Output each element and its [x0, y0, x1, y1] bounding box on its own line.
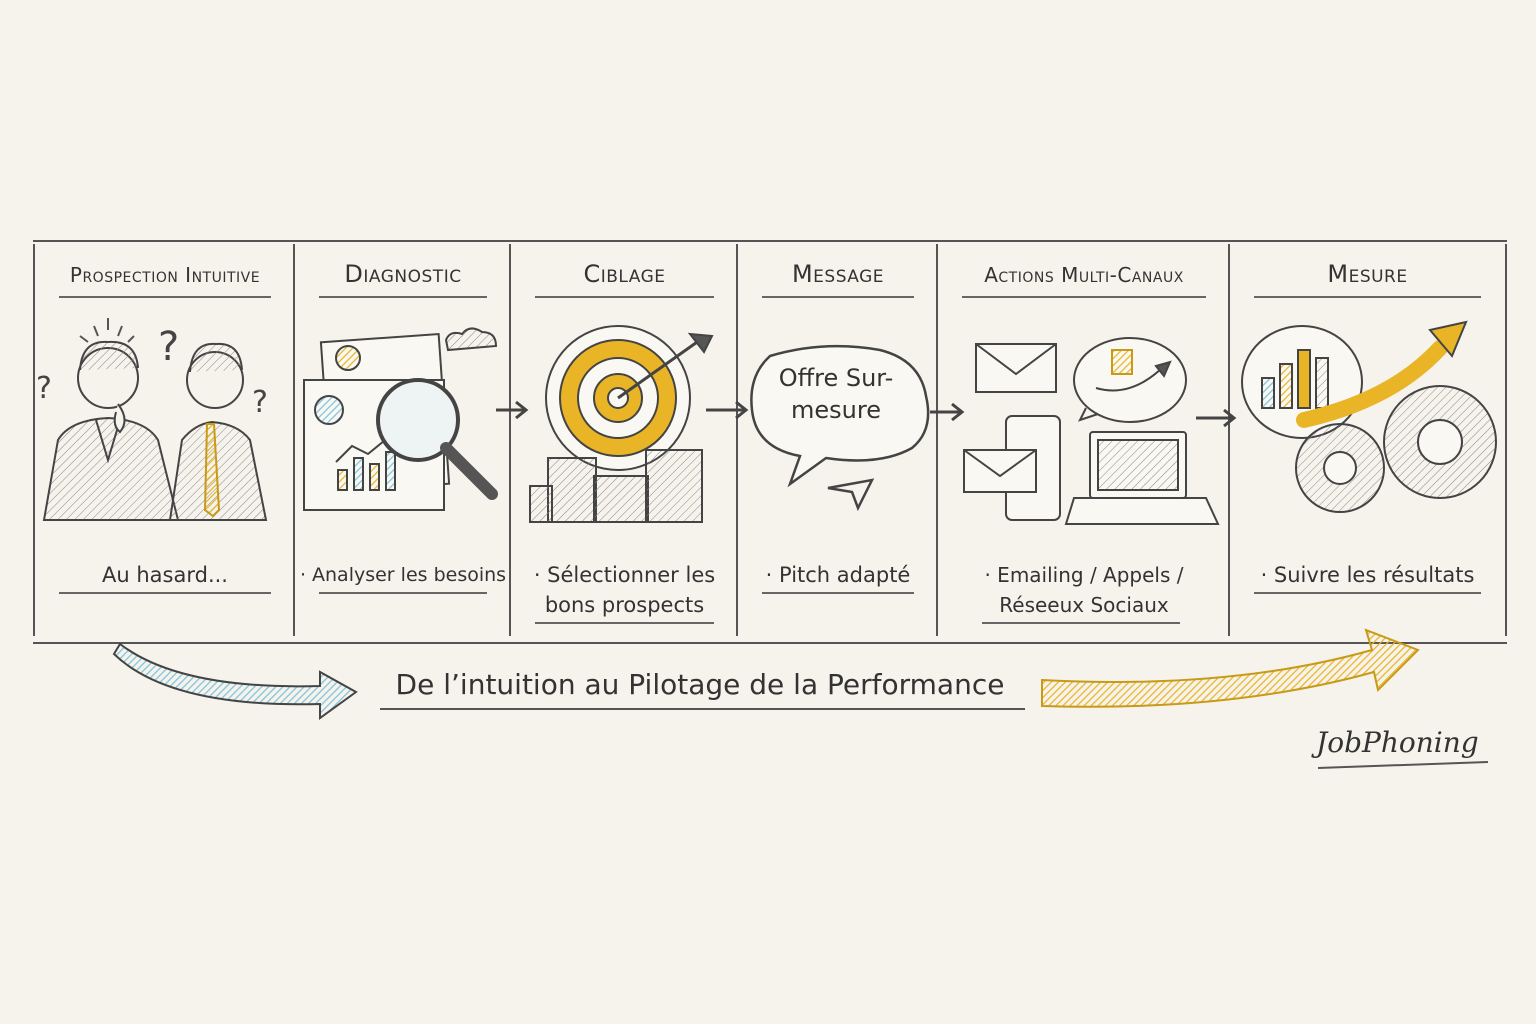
- panel-title: Diagnostic: [344, 260, 462, 288]
- panel-caption: Au hasard...: [102, 563, 228, 587]
- panel-title: Mesure: [1327, 260, 1408, 288]
- panel-mesure: Mesure · Suivre les résultats: [1228, 244, 1507, 636]
- title-underline: [319, 296, 487, 298]
- blue-progress-arrow-icon: [112, 642, 358, 720]
- yellow-progress-arrow-icon: [1041, 628, 1420, 708]
- target-icon: [529, 325, 714, 523]
- title-underline: [59, 296, 271, 298]
- panel-message: Message · Pitch adapté: [736, 244, 938, 636]
- speech-bubble-text: Offre Sur-mesure: [778, 364, 894, 424]
- caption-underline: [535, 622, 714, 624]
- magnifier-analysis-icon: [303, 327, 498, 511]
- panel-caption: · Pitch adapté: [765, 563, 911, 587]
- tagline-underline: [380, 708, 1025, 710]
- svg-text:?: ?: [158, 324, 179, 370]
- title-underline: [1254, 296, 1481, 298]
- brand-signature: JobPhoning: [1316, 726, 1479, 759]
- step-arrow-icons: [496, 400, 1237, 428]
- title-underline: [762, 296, 914, 298]
- tagline: De l’intuition au Pilotage de la Perform…: [395, 668, 1005, 701]
- multichannel-devices-icon: [963, 337, 1220, 525]
- panel-prospection: Prospection Intuitive Au hasard...: [33, 244, 295, 636]
- panel-title: Message: [791, 260, 885, 288]
- panel-caption: · Emailing / Appels / Réseeux Sociaux: [984, 563, 1184, 617]
- panel-diagnostic: Diagnostic · Analyser les besoins: [293, 244, 511, 636]
- confused-businessmen-icon: ? ? ?: [36, 318, 268, 521]
- speech-bubble-icon: [750, 344, 930, 512]
- panel-actions: Actions Multi-Canaux · Emailing / Appels…: [936, 244, 1230, 636]
- panel-ciblage: Ciblage · Sélectionner les bons prospect…: [509, 244, 738, 636]
- caption-underline: [1254, 592, 1481, 594]
- caption-underline: [319, 592, 487, 594]
- svg-text:?: ?: [36, 371, 52, 406]
- diagram-frame: [33, 240, 1507, 644]
- panel-title: Actions Multi-Canaux: [984, 263, 1184, 287]
- title-underline: [535, 296, 714, 298]
- panel-caption: · Sélectionner les bons prospects: [533, 563, 716, 617]
- caption-underline: [762, 592, 914, 594]
- caption-underline: [982, 622, 1180, 624]
- performance-gears-icon: [1241, 320, 1497, 513]
- panel-caption: · Analyser les besoins: [299, 564, 507, 586]
- caption-underline: [59, 592, 271, 594]
- panel-title: Ciblage: [583, 260, 666, 288]
- svg-text:?: ?: [252, 385, 268, 420]
- panel-title: Prospection Intuitive: [69, 263, 261, 287]
- panel-caption: · Suivre les résultats: [1260, 563, 1475, 587]
- title-underline: [962, 296, 1206, 298]
